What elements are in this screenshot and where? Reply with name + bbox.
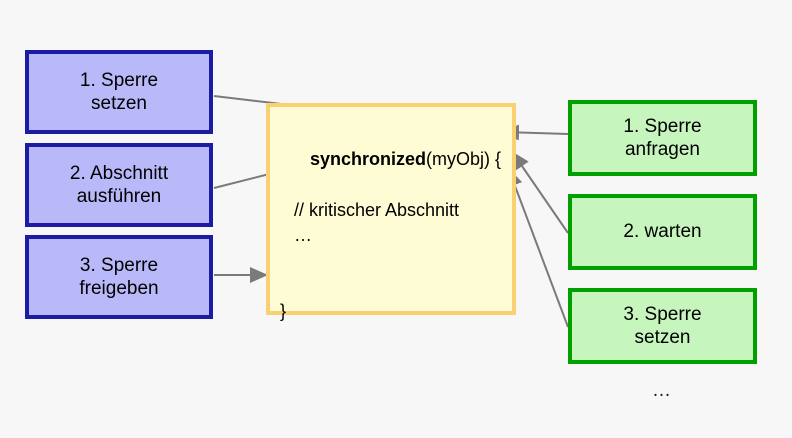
code-keyword-synchronized: synchronized (310, 148, 427, 169)
code-line-1: synchronized(myObj) { (280, 121, 512, 198)
code-spacer (280, 249, 512, 299)
right-step-3-line2: setzen (634, 327, 691, 348)
left-step-2-line1: 2. Abschnitt (69, 162, 169, 184)
code-line-comment: // kritischer Abschnitt (294, 199, 460, 220)
left-step-2-line2: ausführen (76, 186, 162, 207)
code-line-ellipsis: … (294, 225, 312, 246)
right-step-3-line1: 3. Sperre (623, 303, 702, 325)
left-step-3[interactable]: 3. Sperre freigeben (25, 235, 213, 319)
right-column-ellipsis: … (652, 380, 673, 401)
right-step-2-line1: 2. warten (623, 221, 702, 243)
left-step-2[interactable]: 2. Abschnitt ausführen (25, 143, 213, 227)
left-step-1[interactable]: 1. Sperre setzen (25, 50, 213, 134)
left-step-3-line2: freigeben (79, 278, 159, 299)
code-block: synchronized(myObj) { // kritischer Absc… (266, 103, 516, 321)
arrow-right-2 (511, 151, 569, 234)
code-line-1-rest: (myObj) { (426, 148, 502, 169)
left-step-1-line1: 1. Sperre (79, 69, 159, 91)
right-step-2[interactable]: 2. warten (568, 194, 757, 270)
left-step-1-line2: setzen (91, 93, 147, 114)
right-step-1-line2: anfragen (624, 139, 700, 160)
left-step-3-line1: 3. Sperre (79, 254, 159, 276)
arrow-right-3 (507, 168, 569, 328)
right-step-3[interactable]: 3. Sperre setzen (568, 288, 757, 364)
right-step-1-line1: 1. Sperre (623, 115, 702, 137)
code-line-closing-brace: } (280, 300, 287, 321)
right-step-1[interactable]: 1. Sperre anfragen (568, 100, 757, 176)
